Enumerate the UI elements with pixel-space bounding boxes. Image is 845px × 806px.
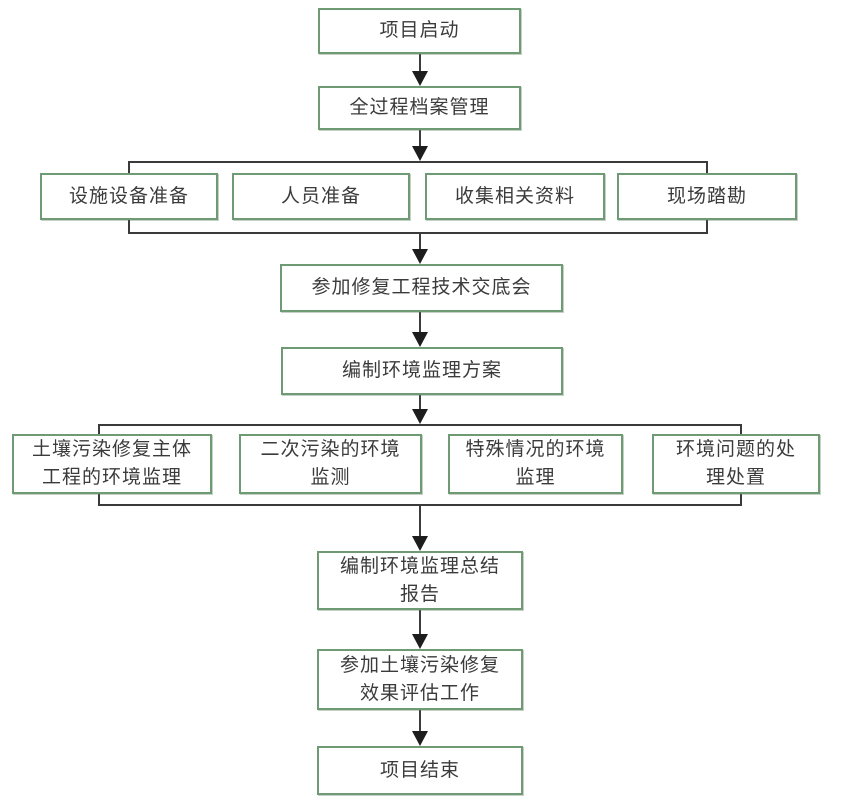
arrow-archive-to-prep-group [412,130,428,161]
arrowhead-icon [412,146,428,161]
node-main-project-supervision: 土壤污染修复主体 工程的环境监理 [12,434,212,494]
node-compile-summary-report-label: 编制环境监理总结 报告 [339,555,500,605]
node-compile-supervision-plan-label: 编制环境监理方案 [341,360,502,382]
arrow-meeting-to-plan [412,312,428,347]
arrowhead-icon [412,634,428,649]
node-personnel-prep: 人员准备 [232,173,410,220]
node-main-project-supervision-label: 土壤污染修复主体 工程的环境监理 [31,439,192,488]
node-facility-equipment-prep-label: 设施设备准备 [68,185,189,207]
node-project-start-label: 项目启动 [379,20,460,42]
arrowhead-icon [412,249,428,264]
arrowhead-icon [412,332,428,347]
node-remediation-effect-assessment: 参加土壤污染修复 效果评估工作 [317,649,523,710]
node-compile-summary-report: 编制环境监理总结 报告 [317,551,523,610]
arrow-report-to-assessment [412,610,428,649]
node-project-end-label: 项目结束 [379,759,460,781]
node-project-end: 项目结束 [317,746,523,795]
arrowhead-icon [412,71,428,86]
arrowhead-icon [412,409,428,424]
node-secondary-pollution-monitoring-label: 二次污染的环境 监测 [260,439,401,488]
node-technical-briefing-meeting-label: 参加修复工程技术交底会 [311,277,532,299]
arrow-supervise-group-to-report [412,506,428,551]
node-collect-materials-label: 收集相关资料 [454,185,575,207]
arrow-start-to-archive [412,54,428,86]
node-personnel-prep-label: 人员准备 [280,185,361,207]
arrowhead-icon [412,536,428,551]
node-environmental-issue-handling-label: 环境问题的处 理处置 [675,439,796,488]
node-technical-briefing-meeting: 参加修复工程技术交底会 [280,264,563,312]
node-collect-materials: 收集相关资料 [425,173,605,220]
node-facility-equipment-prep: 设施设备准备 [40,173,218,220]
node-archive-management: 全过程档案管理 [318,86,521,130]
node-special-situation-supervision-label: 特殊情况的环境 监理 [465,439,606,488]
node-compile-supervision-plan: 编制环境监理方案 [281,347,563,395]
node-special-situation-supervision: 特殊情况的环境 监理 [448,434,623,494]
node-environmental-issue-handling: 环境问题的处 理处置 [652,434,820,494]
arrow-prep-group-to-meeting [412,234,428,264]
node-site-survey-label: 现场踏勘 [666,185,747,207]
arrowhead-icon [412,731,428,746]
node-archive-management-label: 全过程档案管理 [349,97,490,119]
arrow-plan-to-supervise-group [412,395,428,424]
node-remediation-effect-assessment-label: 参加土壤污染修复 效果评估工作 [339,654,500,704]
node-secondary-pollution-monitoring: 二次污染的环境 监测 [239,434,422,494]
arrow-assessment-to-end [412,710,428,746]
node-site-survey: 现场踏勘 [617,173,797,220]
node-project-start: 项目启动 [318,8,521,54]
